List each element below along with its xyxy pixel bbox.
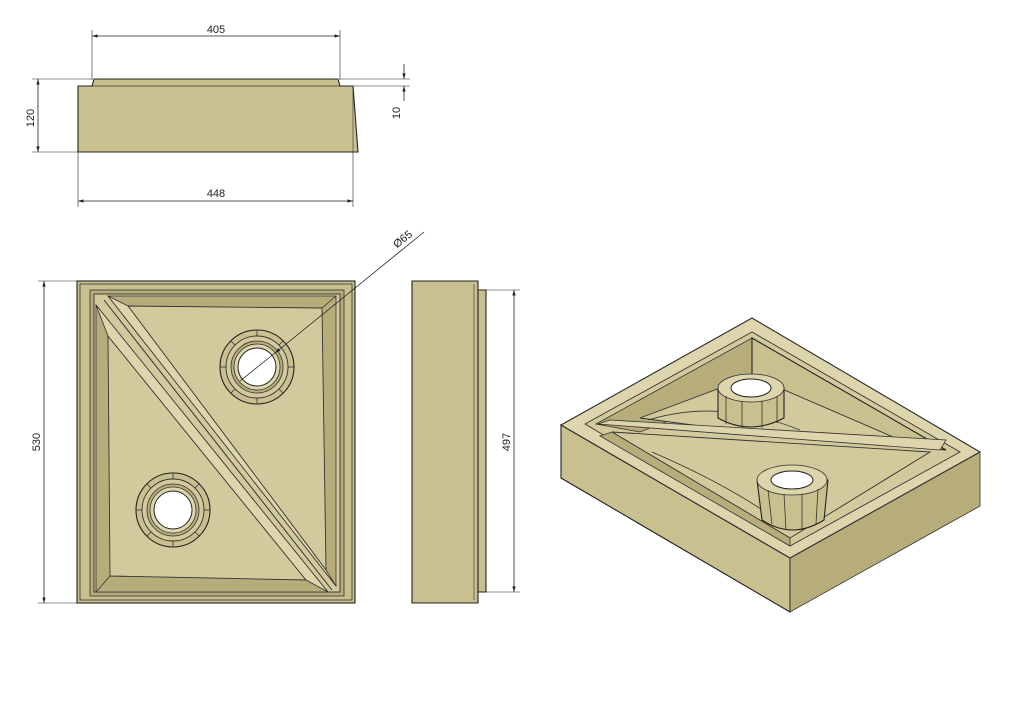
side-view-body bbox=[411, 280, 479, 604]
dimension-plan-height-label: 530 bbox=[31, 433, 43, 451]
isometric-view bbox=[559, 317, 982, 613]
dimension-lip-height: 10 bbox=[340, 64, 410, 119]
side-view: 497 bbox=[411, 280, 520, 604]
dimension-lip-height-label: 10 bbox=[391, 107, 403, 119]
dimension-top-width-label: 405 bbox=[207, 24, 225, 36]
dimension-height: 120 bbox=[25, 78, 92, 153]
dimension-side-height: 497 bbox=[486, 289, 520, 593]
dimension-bottom-width-label: 448 bbox=[207, 188, 225, 200]
dimension-top-width: 405 bbox=[91, 24, 341, 80]
dimension-side-height-label: 497 bbox=[501, 433, 513, 451]
plan-view: Ø65 530 bbox=[31, 228, 425, 604]
lower-hole bbox=[135, 472, 211, 548]
dimension-plan-height: 530 bbox=[31, 280, 77, 604]
iso-divider bbox=[597, 419, 947, 451]
iso-rear-boss bbox=[717, 373, 785, 428]
front-view: 405 120 10 448 bbox=[25, 24, 410, 207]
iso-front-boss bbox=[756, 464, 829, 531]
dimension-hole-diameter-label: Ø65 bbox=[391, 228, 415, 250]
dimension-bottom-width: 448 bbox=[77, 152, 354, 207]
front-view-body bbox=[77, 78, 359, 153]
dimension-height-label: 120 bbox=[25, 109, 37, 127]
